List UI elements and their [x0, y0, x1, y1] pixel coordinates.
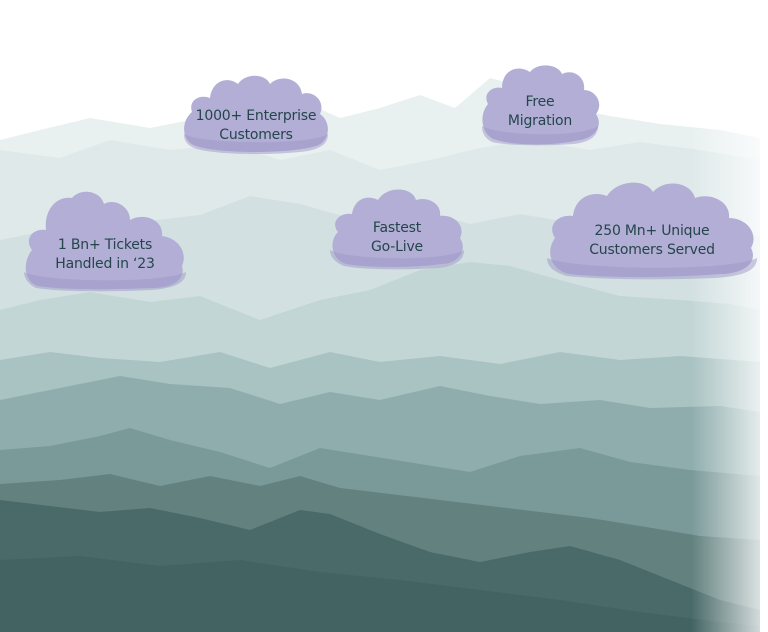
cloud-label-line1: Fastest — [372, 220, 422, 236]
cloud-unique-customers: 250 Mn+ Unique Customers Served — [545, 176, 759, 280]
cloud-label: Free Migration — [478, 93, 602, 131]
cloud-fastest-go-live: Fastest Go-Live — [328, 186, 466, 270]
cloud-label: 1000+ Enterprise Customers — [180, 107, 332, 145]
cloud-label-line1: 1000+ Enterprise — [195, 108, 317, 124]
cloud-shape — [330, 189, 464, 270]
cloud-label: Fastest Go-Live — [328, 219, 466, 257]
cloud-label: 1 Bn+ Tickets Handled in ‘23 — [22, 236, 188, 274]
cloud-label-line2: Go-Live — [371, 239, 423, 255]
cloud-label-line1: Free — [525, 94, 555, 110]
cloud-shape — [24, 191, 186, 292]
cloud-label: 250 Mn+ Unique Customers Served — [545, 222, 759, 260]
cloud-shape — [184, 75, 328, 155]
cloud-shape — [482, 65, 600, 146]
cloud-label-line1: 1 Bn+ Tickets — [57, 237, 153, 253]
cloud-enterprise-customers: 1000+ Enterprise Customers — [180, 72, 332, 155]
cloud-tickets-handled: 1 Bn+ Tickets Handled in ‘23 — [22, 190, 188, 292]
cloud-free-migration: Free Migration — [478, 64, 602, 146]
cloud-label-line2: Handled in ‘23 — [55, 256, 155, 272]
cloud-label-line2: Customers — [219, 127, 293, 143]
cloud-label-line2: Customers Served — [589, 242, 715, 258]
cloud-label-line2: Migration — [507, 113, 573, 129]
cloud-label-line1: 250 Mn+ Unique — [594, 223, 710, 239]
cloud-shape — [547, 182, 757, 280]
